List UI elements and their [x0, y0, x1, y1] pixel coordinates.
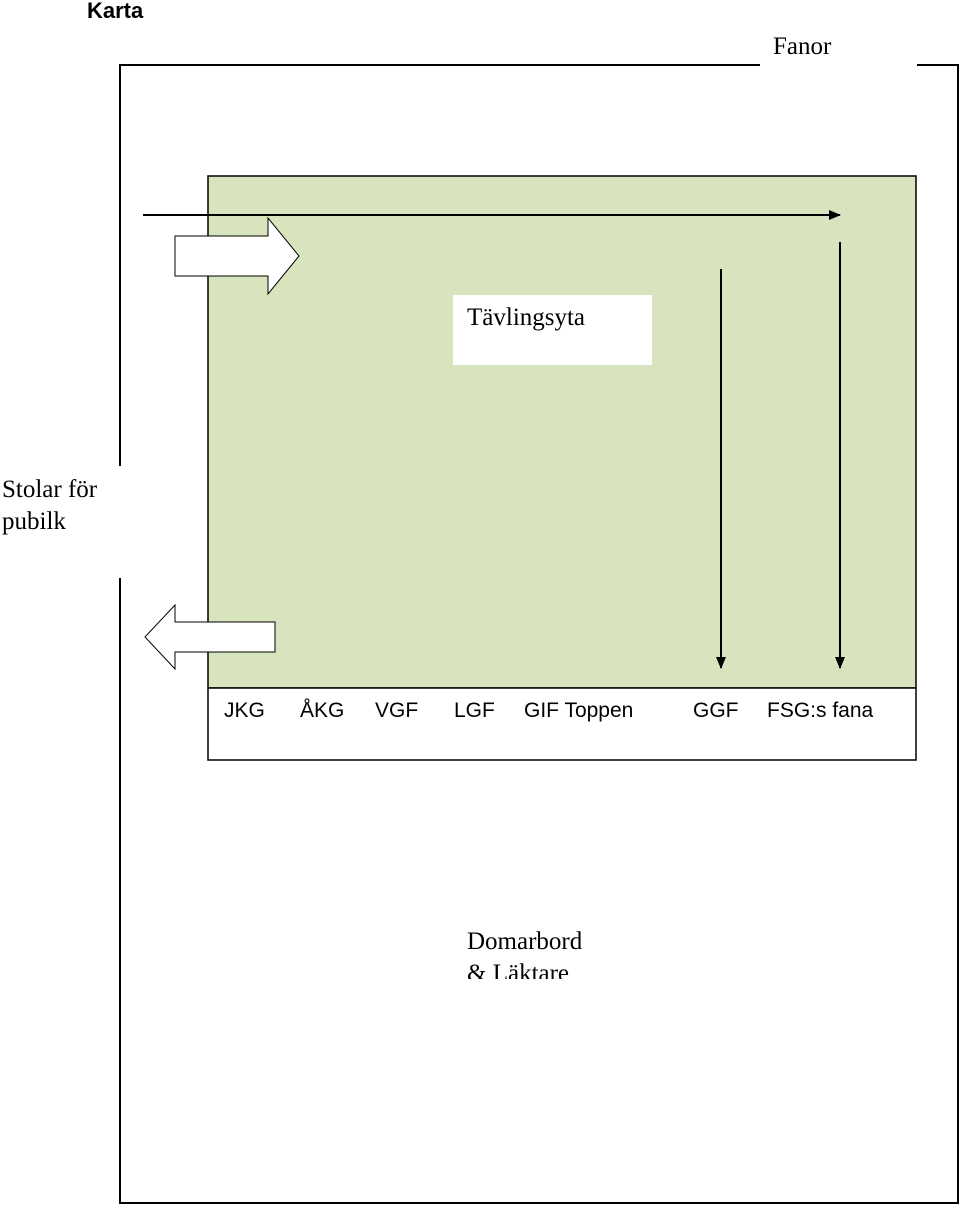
club-label-fsg-flag: FSG:s fana: [767, 699, 874, 722]
club-label-lgf: LGF: [454, 699, 495, 722]
hall-outline-top-left: [119, 64, 760, 466]
judges-table-label: Domarbord & Läktare: [467, 926, 582, 979]
club-label-gif-toppen: GIF Toppen: [524, 699, 634, 722]
entry-arrow: [174, 216, 300, 296]
audience-label-line-1: Stolar för: [2, 476, 98, 503]
judges-label-line-2: & Läktare: [467, 960, 570, 979]
club-strip: [207, 687, 917, 761]
judges-label-line-1: Domarbord: [467, 928, 583, 955]
club-label-akg: ÅKG: [300, 699, 345, 722]
audience-label-line-2: pubilk: [2, 508, 66, 535]
exit-arrow: [144, 603, 276, 671]
competition-area-label: Tävlingsyta: [467, 304, 586, 331]
competition-area-label-box: [453, 295, 652, 365]
club-label-ggf: GGF: [693, 699, 739, 722]
club-label-vgf: VGF: [375, 699, 419, 722]
flags-label: Fanor: [773, 33, 832, 60]
competition-area: [207, 175, 917, 689]
map-title: Karta: [87, 0, 144, 23]
hall-outline-right: [119, 64, 959, 1204]
club-label-jkg: JKG: [224, 699, 265, 722]
audience-seating-label: Stolar för pubilk: [2, 474, 97, 538]
